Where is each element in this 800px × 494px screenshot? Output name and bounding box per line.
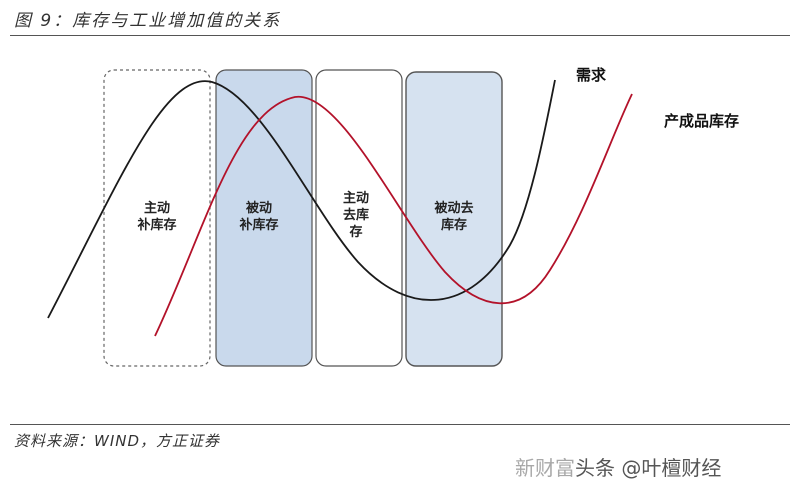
- inventory-label: 产成品库存: [664, 112, 740, 130]
- phase-box-passive-restock: [215, 69, 313, 367]
- figure-title: 图 9：库存与工业增加值的关系: [14, 11, 282, 31]
- phase-label-line: 主动: [342, 191, 369, 206]
- phase-label-passive-destock: 被动去 库存: [409, 200, 499, 234]
- phase-label-active-restock: 主动 补库存: [112, 200, 202, 234]
- source-note: 资料来源：WIND，方正证券: [14, 432, 221, 450]
- phase-box-active-destock: [315, 69, 403, 367]
- phase-label-line: 库存: [440, 218, 467, 233]
- inventory-curve: [154, 93, 633, 337]
- phase-label-line: 被动去: [434, 201, 474, 216]
- phase-label-line: 主动: [143, 201, 170, 216]
- phase-label-line: 存: [349, 225, 363, 240]
- watermark-part1: 新财富: [515, 456, 575, 480]
- phase-label-active-destock: 主动 去库 存: [311, 190, 401, 241]
- phase-label-passive-restock: 被动 补库存: [214, 200, 304, 234]
- bottom-rule: [10, 424, 790, 425]
- watermark-part2: 头条 @叶檀财经: [575, 456, 722, 480]
- watermark: 新财富头条 @叶檀财经: [515, 452, 721, 481]
- top-rule: [10, 35, 790, 36]
- phase-label-line: 去库: [342, 208, 369, 223]
- phase-box-passive-destock: [405, 71, 503, 367]
- phase-label-line: 被动: [245, 201, 272, 216]
- demand-label: 需求: [576, 66, 607, 84]
- phase-label-line: 补库存: [239, 218, 279, 233]
- phase-label-line: 补库存: [137, 218, 177, 233]
- demand-curve: [47, 79, 556, 319]
- phase-box-active-restock: [103, 69, 211, 367]
